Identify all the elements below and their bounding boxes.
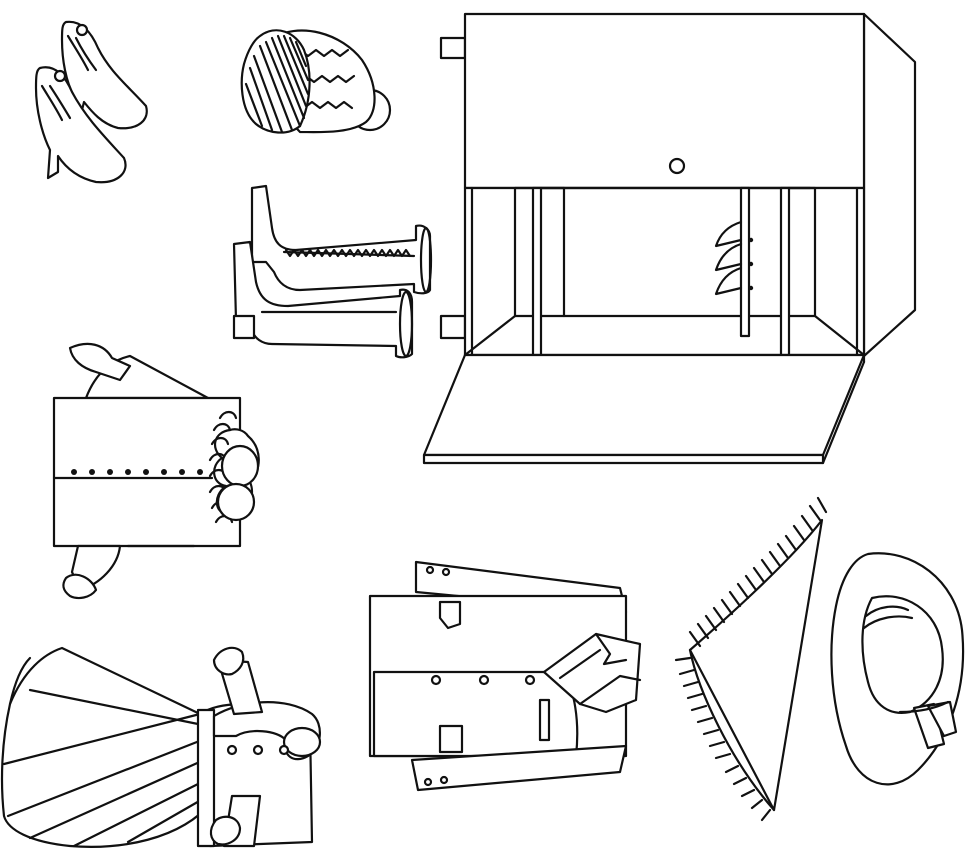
rubber-boots[interactable]	[232, 184, 433, 359]
wardrobe[interactable]	[422, 12, 917, 465]
blouse[interactable]	[52, 342, 260, 600]
high-heel-shoes[interactable]	[34, 20, 148, 184]
coat[interactable]	[368, 560, 642, 792]
fringed-shawl[interactable]	[674, 496, 828, 822]
brimmed-hat[interactable]	[830, 552, 965, 786]
dress[interactable]	[0, 646, 322, 848]
knob-icon[interactable]	[668, 157, 686, 175]
knit-bobble-hat[interactable]	[240, 29, 392, 134]
